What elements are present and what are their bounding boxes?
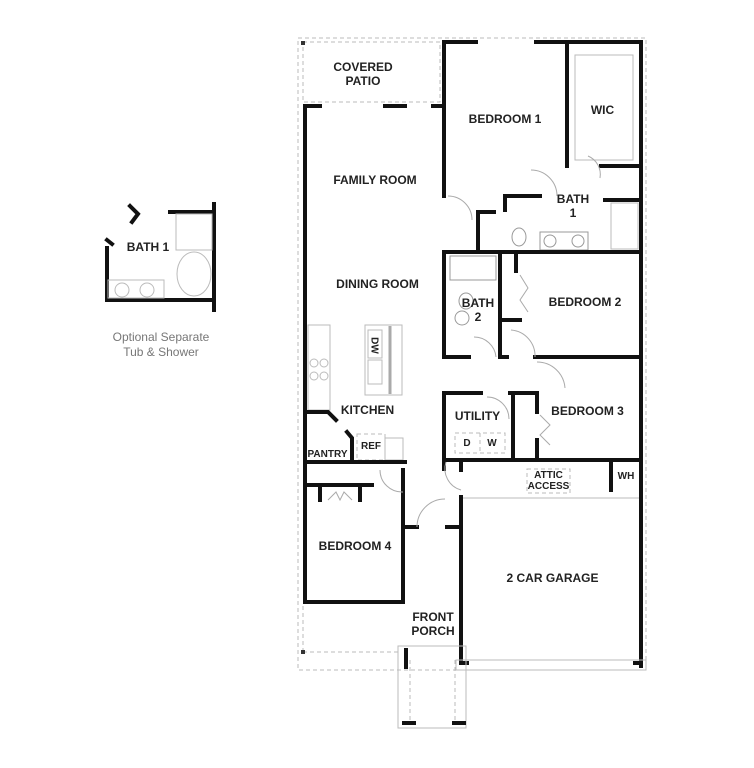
inset-bath-1-label: BATH 1 (126, 240, 170, 254)
room-utility: UTILITY (454, 409, 501, 423)
inset-caption: Optional Separate Tub & Shower (112, 330, 210, 359)
room-bedroom-3: BEDROOM 3 (551, 404, 624, 418)
room-bedroom-1: BEDROOM 1 (468, 112, 542, 126)
room-bedroom-2: BEDROOM 2 (548, 295, 622, 309)
label-attic-access: ATTIC ACCESS (527, 470, 570, 492)
room-bedroom-4: BEDROOM 4 (318, 539, 392, 553)
room-covered-patio: COVERED PATIO (333, 60, 393, 88)
room-pantry: PANTRY (307, 449, 348, 460)
room-family-room: FAMILY ROOM (333, 173, 417, 187)
label-water-heater: WH (617, 471, 635, 482)
label-washer: W (487, 438, 497, 449)
room-kitchen: KITCHEN (340, 403, 395, 417)
room-garage: 2 CAR GARAGE (506, 571, 599, 585)
room-dining-room: DINING ROOM (336, 277, 419, 291)
room-wic: WIC (590, 103, 615, 117)
label-dryer: D (463, 438, 471, 449)
room-front-porch: FRONT PORCH (411, 610, 455, 638)
label-refrigerator: REF (361, 441, 381, 452)
label-dishwasher: DW (368, 337, 380, 354)
room-bath-1: BATH 1 (556, 192, 590, 220)
room-bath-2: BATH 2 (461, 296, 495, 324)
